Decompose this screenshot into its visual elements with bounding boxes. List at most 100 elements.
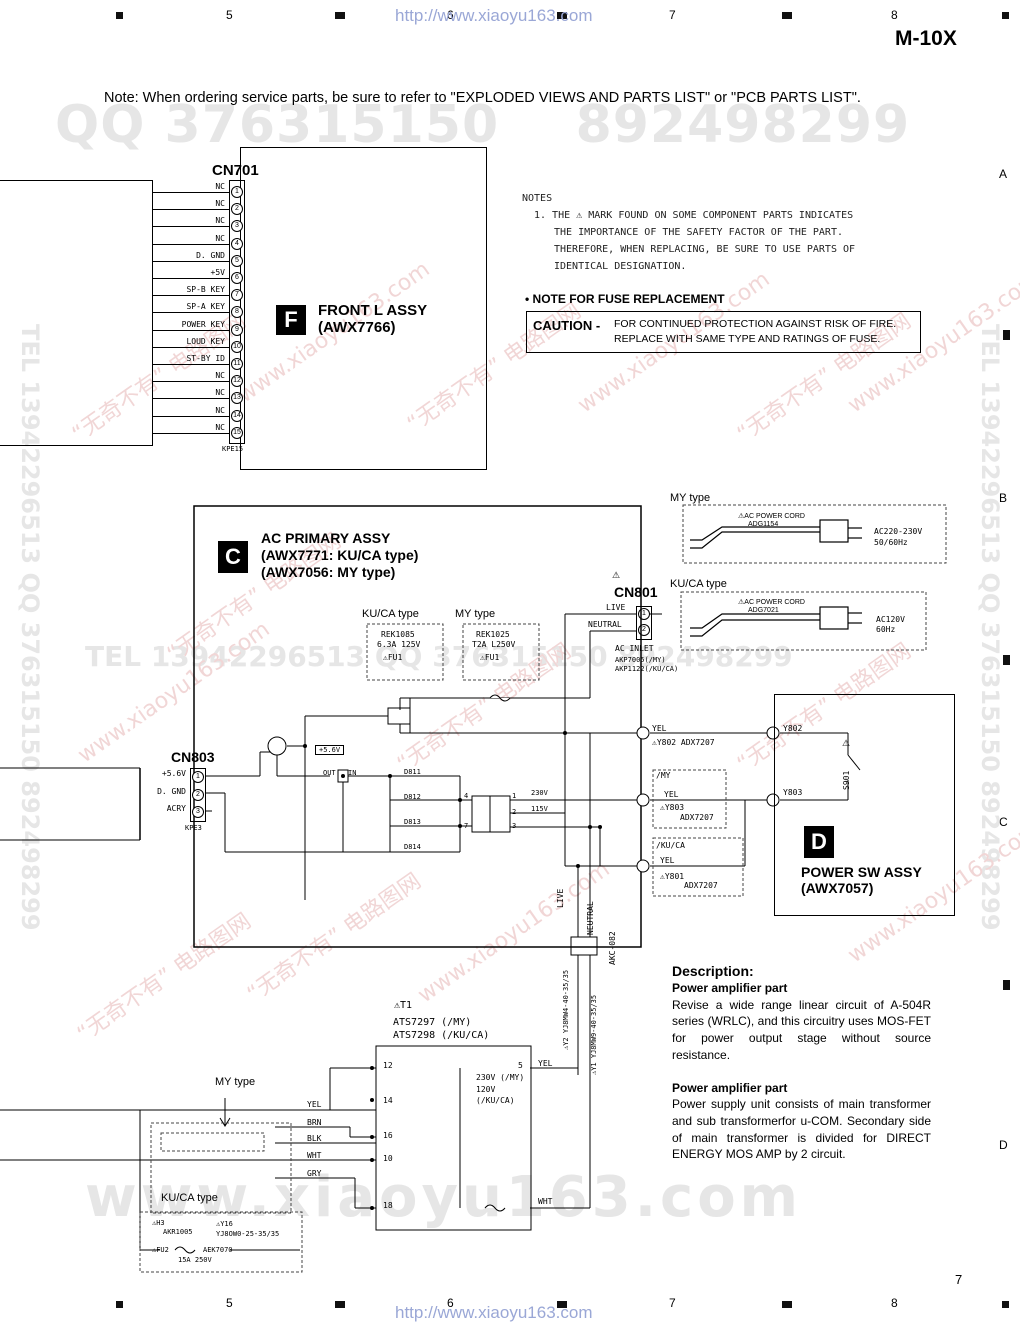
cn701-pin-wire [152,381,230,383]
y16-part: YJ8OW0-25-35/35 [216,1230,280,1238]
safety-triangle-icon: ⚠ [612,570,621,580]
t1-part-kuca: ATS7298 (/KU/CA) [393,1030,490,1041]
safety-triangle-icon: ⚠ [562,1045,570,1050]
registration-mark [1002,12,1009,19]
bottom-neutral: NEUTRAL [586,901,595,935]
notes-line1-b: MARK FOUND ON SOME COMPONENT PARTS INDIC… [588,210,854,221]
t-pin7: 7 [464,822,469,830]
description-heading-2: Power amplifier part [672,1080,788,1095]
cn701-pin-label: NC [215,371,225,381]
safety-triangle-icon: ⚠ [660,803,665,812]
psw-y803: Y803 [783,788,803,797]
fu2-label: ⚠FU2 [152,1246,169,1254]
psw-s901: S901 [842,770,851,790]
cn701-pin-wire [152,226,230,228]
column-number: 6 [447,8,454,22]
cord-my-type: MY type [670,492,711,504]
cn701-pin-wire [152,209,230,211]
safety-triangle-icon: ⚠ [576,210,583,221]
description-spacer [672,1064,931,1080]
t-pin1: 1 [512,792,517,800]
model-title: M-10X [895,27,957,50]
cord-kuca-part: ADG7021 [748,607,779,614]
fuse-kuca-type: KU/CA type [362,608,419,620]
my-tag: /MY [656,771,671,780]
y803-part: ADX7207 [680,813,714,822]
cn801-neutral: NEUTRAL [588,620,622,629]
cn701-pin-wire [152,312,230,314]
cn701-pin-number: 6 [231,272,243,284]
safety-triangle-icon: ⚠ [394,1000,401,1011]
cord-my-voltage2: 50/60Hz [874,538,908,547]
cn701-pin-number: 10 [231,340,243,353]
wire-wht: WHT [307,1151,322,1160]
cn701-pin-number: 12 [231,375,243,388]
power-sw-part: (AWX7057) [801,880,874,896]
t1-pin14: 14 [383,1096,393,1105]
t-115v: 115V [531,805,548,813]
registration-mark [335,1301,345,1308]
registration-mark [1003,980,1010,990]
fuse-my-fu1: ⚠FU1 [480,653,499,662]
notes-line2: THE IMPORTANCE OF THE SAFETY FACTOR OF T… [554,227,843,238]
fuse-kuca-rating: 6.3A 125V [377,640,421,649]
fu2-volts: 250V [194,1256,212,1264]
power-sw-assy-box [774,694,955,916]
cn701-part: KPE15 [222,445,244,453]
safety-triangle-icon: ⚠ [738,599,745,606]
registration-mark [782,12,792,19]
power-sw-letter: D [811,829,827,854]
y1-label: ⚠Y1 YJ8MW9-40-35/35 [590,995,598,1075]
ac-inlet-part1: AKP7005(/MY) [615,656,666,664]
front-l-letter: F [284,307,298,332]
column-number: 7 [669,1296,676,1310]
cn701-pin-number: 9 [231,323,243,336]
cn803-pin-label: +5.6V [161,769,186,778]
bottom-url[interactable]: http://www.xiaoyu163.com [395,1303,593,1322]
ac-primary-letter: C [225,544,241,569]
cn701-pin-wire [152,278,230,279]
caution-label: CAUTION - [533,318,601,333]
column-number: 8 [891,8,898,22]
cn701-pin-wire [152,346,230,348]
top-url[interactable]: http://www.xiaoyu163.com [395,6,593,25]
cn801-label: CN801 [614,584,658,600]
t1-label: ⚠T1 [394,1000,412,1011]
t-pin3: 3 [512,822,517,830]
ac-inlet-label: AC INLET [615,644,654,653]
fu2-amps: 15A [178,1256,191,1264]
diode-d814: D814 [404,843,421,851]
power-sw-title: POWER SW ASSY [801,864,922,880]
bottom-live: LIVE [556,888,565,908]
column-number: 6 [447,1296,454,1310]
cn701-pin-wire [152,192,230,193]
y2-ref: Y2 [562,1037,570,1046]
y803-label: ⚠Y803 [660,803,684,812]
t1-yel-right: YEL [538,1059,553,1068]
t-pin4: 4 [464,792,469,800]
safety-triangle-icon: ⚠ [152,1219,157,1227]
cn803-pin-number: 2 [192,788,204,801]
cn701-pin-label: ST-BY ID [186,354,225,363]
front-l-letter-badge: F [276,305,306,335]
cn701-pin-number: 3 [231,220,243,233]
y801-part: ADX7207 [684,881,718,890]
cn701-pin-label: D. GND [196,250,225,260]
yel-label-1: YEL [652,724,667,733]
wire-blk: BLK [307,1134,322,1143]
fu2-part: AEK7070 [203,1246,233,1254]
y802-part: Y802 ADX7207 [656,738,715,747]
row-letter: B [999,491,1008,505]
wire-brn: BRN [307,1118,322,1127]
watermark-qq: QQ 376315150 892498299 [55,95,911,155]
cn701-pin-wire [152,432,230,434]
cord-kuca-voltage2: 60Hz [876,625,896,634]
t1-pin5: 5 [518,1061,523,1070]
h3-part: AKR1005 [163,1228,193,1236]
cn701-pin-label: NC [215,199,225,209]
yel-label-2: YEL [664,790,679,799]
safety-triangle-icon: ⚠ [152,1246,157,1254]
ac-primary-part1: (AWX7771: KU/CA type) [261,547,419,563]
registration-mark [557,1301,567,1308]
ac-primary-title: AC PRIMARY ASSY [261,530,391,546]
